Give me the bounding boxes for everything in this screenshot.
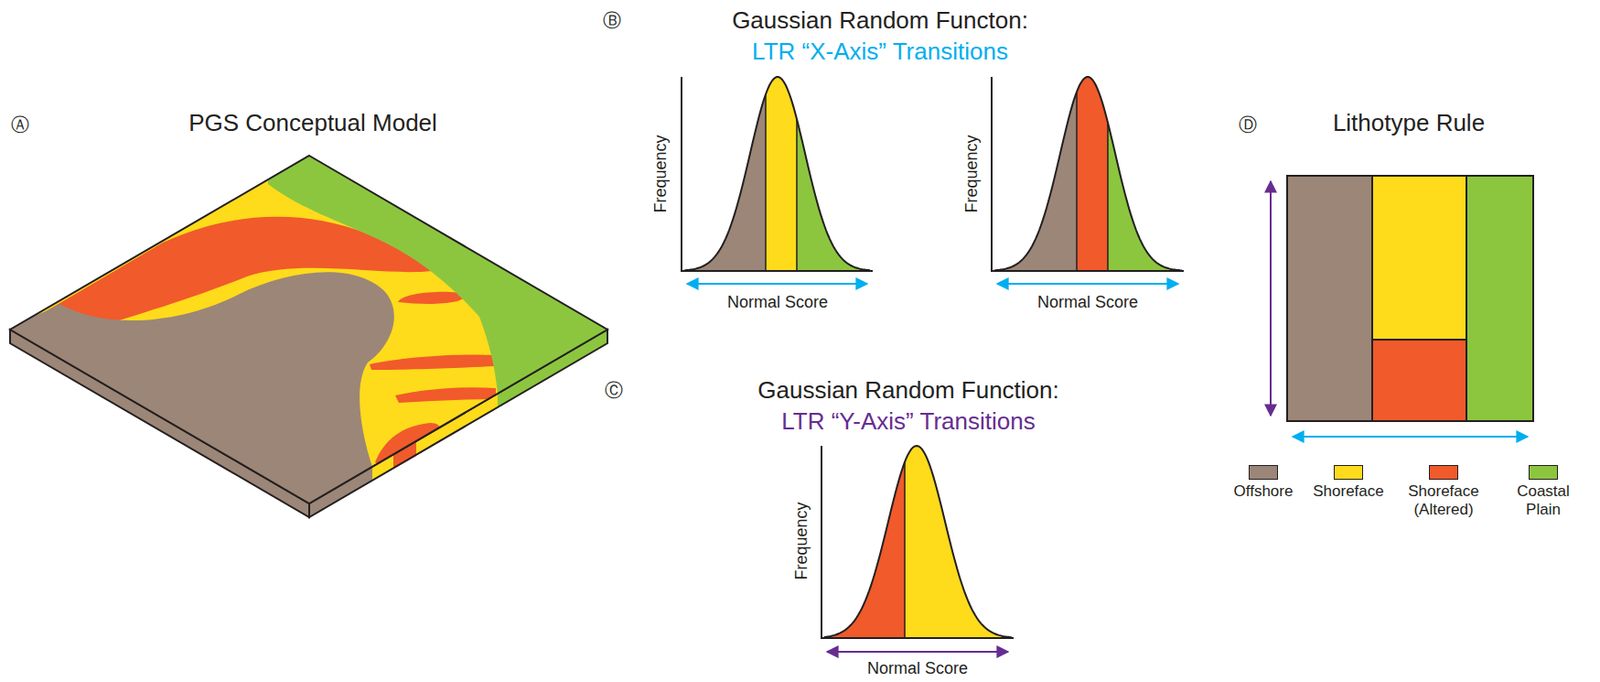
axis-arrow — [826, 650, 1009, 653]
panel-letter: Ⓑ — [602, 10, 622, 31]
curve — [995, 76, 1182, 271]
panel-letter: Ⓓ — [1238, 114, 1257, 135]
axis-label: Frequency — [793, 501, 812, 580]
legend-text: Coastal Plain — [1507, 482, 1579, 518]
axis-label: Frequency — [652, 134, 671, 213]
cut-line — [1106, 122, 1109, 271]
curve — [825, 445, 1012, 638]
band — [765, 76, 797, 271]
legend-text: Offshore — [1219, 482, 1308, 501]
band — [685, 76, 766, 271]
curve — [685, 76, 870, 271]
axis-label: Normal Score — [867, 659, 968, 678]
legend-swatch — [1248, 464, 1278, 480]
legend-swatch — [1333, 464, 1364, 480]
panel-letter: Ⓒ — [604, 379, 623, 400]
panel-letter: Ⓐ — [10, 114, 30, 135]
gaussian-chart — [681, 76, 873, 284]
legend-swatch — [1528, 464, 1558, 480]
cut-line — [903, 461, 906, 638]
band — [825, 445, 905, 638]
legend-text: Shoreface — [1304, 482, 1393, 501]
lithotype-rule — [1270, 175, 1534, 437]
axis-arrow — [997, 282, 1179, 285]
axis-label: Frequency — [963, 134, 982, 213]
band — [1107, 76, 1182, 271]
gaussian-chart — [991, 76, 1184, 284]
band — [904, 445, 1012, 638]
cut-line — [795, 118, 798, 271]
axis-arrow — [687, 282, 868, 285]
panel-subtitle: LTR “X-Axis” Transitions — [751, 38, 1009, 65]
panel-title: PGS Conceptual Model — [188, 109, 438, 137]
cut-line — [764, 94, 767, 271]
band — [796, 76, 871, 271]
panel-title: Lithotype Rule — [1332, 109, 1485, 137]
block-model — [0, 137, 623, 517]
axes — [821, 445, 1014, 638]
cut-line — [1075, 91, 1078, 271]
band — [1076, 76, 1108, 271]
legend-text: Shoreface (Altered) — [1401, 482, 1486, 518]
axes — [991, 76, 1184, 271]
legend-swatch — [1428, 464, 1459, 480]
band — [995, 76, 1077, 271]
axes — [681, 76, 873, 271]
panel-title: Gaussian Random Function: — [757, 376, 1060, 404]
axis-label: Normal Score — [727, 293, 828, 312]
panel-subtitle: LTR “Y-Axis” Transitions — [781, 408, 1035, 435]
gaussian-chart — [821, 445, 1014, 652]
panel-title: Gaussian Random Functon: — [731, 7, 1029, 34]
axis-label: Normal Score — [1037, 293, 1139, 312]
